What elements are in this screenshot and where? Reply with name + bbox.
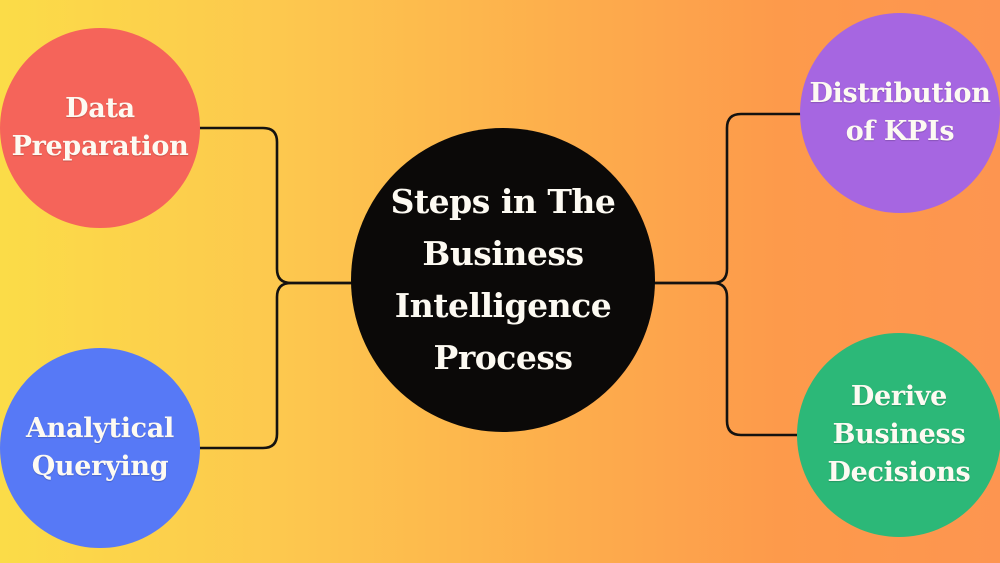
node-analytical-querying: Analytical Querying <box>0 348 200 548</box>
node-label-line: Derive <box>850 381 948 412</box>
node-label-line: Business <box>832 419 966 450</box>
connector-derive-business-decisions <box>647 281 802 437</box>
center-title-line: Intelligence <box>394 286 612 325</box>
connector-distribution-of-kpis <box>647 112 804 285</box>
node-label-line: of KPIs <box>845 116 955 147</box>
node-derive-business-decisions: Derive Business Decisions <box>797 333 1000 537</box>
connector-analytical-querying <box>198 281 357 450</box>
node-label-line: Distribution <box>809 78 991 109</box>
node-label-line: Decisions <box>827 457 971 488</box>
node-distribution-of-kpis: Distribution of KPIs <box>800 13 1000 213</box>
node-label-line: Querying <box>31 451 169 482</box>
node-label-line: Preparation <box>11 131 189 162</box>
node-label-line: Data <box>65 93 135 124</box>
node-data-preparation: Data Preparation <box>0 28 200 228</box>
node-label-line: Analytical <box>26 413 174 444</box>
center-node-title: Steps in The Business Intelligence Proce… <box>351 128 655 432</box>
center-title-line: Business <box>422 234 584 273</box>
connector-data-preparation <box>198 126 357 285</box>
center-title-line: Steps in The <box>390 182 616 221</box>
center-title-line: Process <box>433 338 573 377</box>
